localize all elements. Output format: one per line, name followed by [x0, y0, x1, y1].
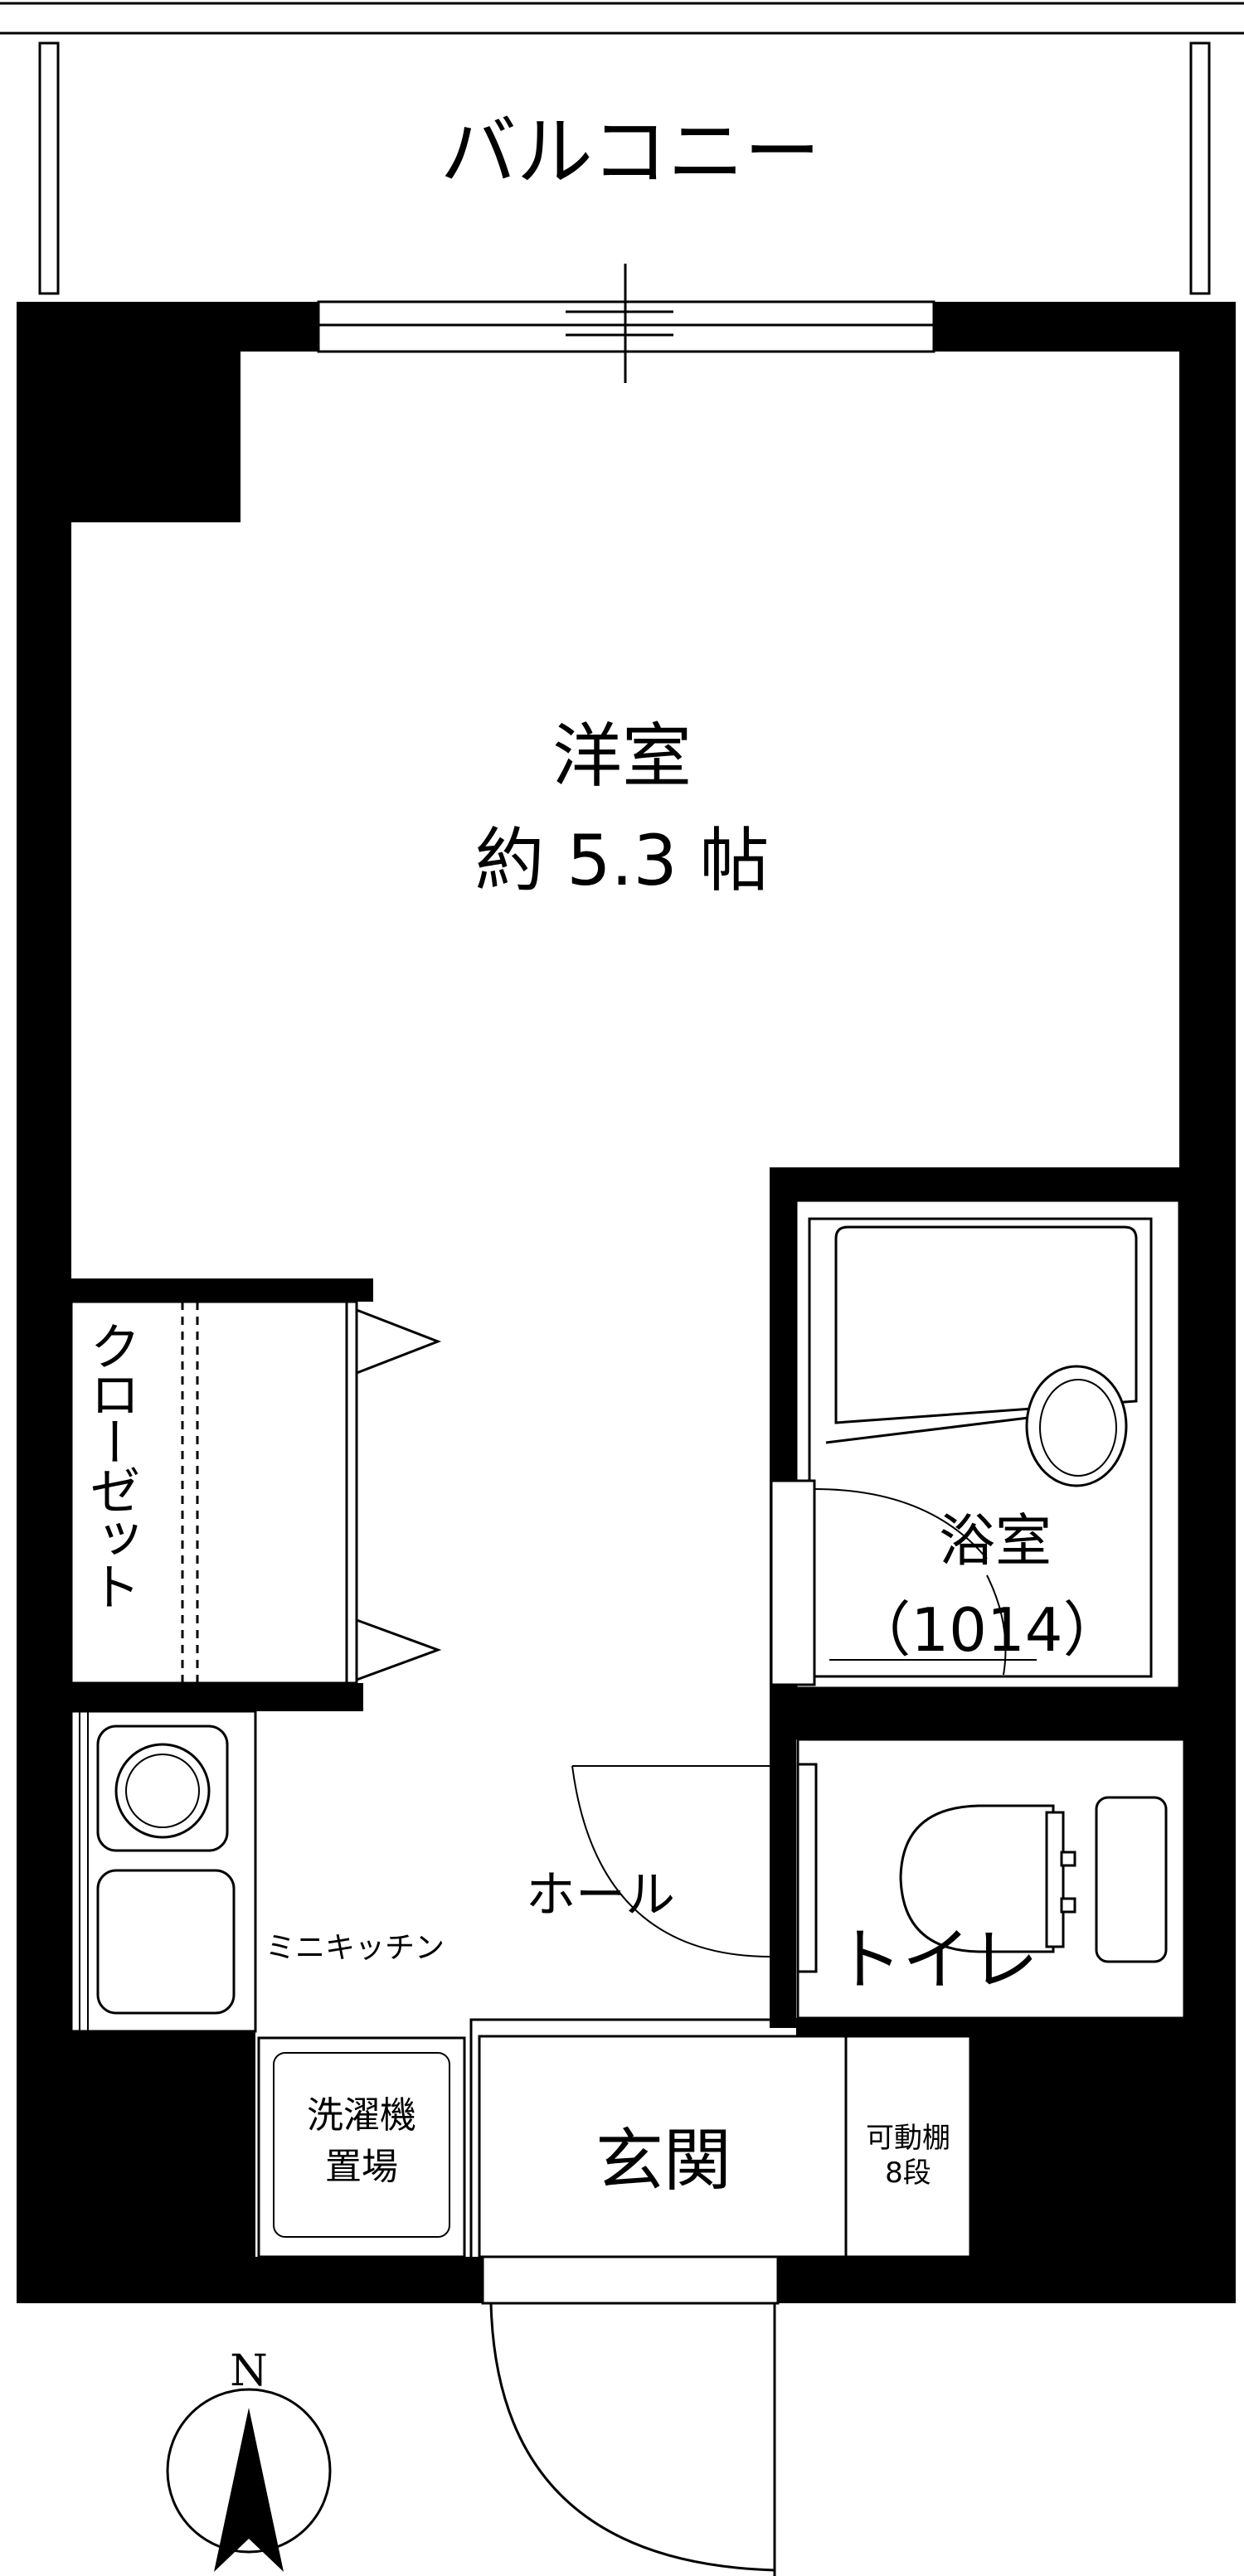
washer-space-line2: 置場: [325, 2146, 398, 2188]
western-room-size: 約 5.3 帖: [474, 820, 770, 901]
hall-label: ホール: [526, 1866, 675, 1924]
shelf-line1: 可動棚: [866, 2122, 950, 2155]
hall-door: [571, 1765, 772, 1957]
compass-north-label: N: [230, 2346, 268, 2396]
interior-walls: [71, 1167, 1201, 2257]
entrance-label: 玄関: [595, 2122, 731, 2200]
toilet-room: [796, 1738, 1186, 2020]
mini-kitchen: [70, 1710, 257, 2033]
balcony-label: バルコニー: [440, 108, 821, 196]
bathroom-name: 浴室: [938, 1509, 1052, 1574]
top-border-lines: [0, 2, 1244, 35]
bathroom-size: （1014）: [851, 1595, 1123, 1665]
closet: [70, 1300, 442, 1685]
compass: [166, 2388, 332, 2572]
balcony-window: [317, 264, 935, 383]
entrance: [469, 2018, 972, 2305]
front-door: [489, 2302, 776, 2576]
closet-label: クローゼット: [80, 1320, 141, 1608]
western-room-name: 洋室: [552, 716, 692, 797]
bathroom: [770, 1199, 1181, 1690]
shelf-line2: 8段: [885, 2156, 931, 2190]
balcony-rails: [38, 41, 1211, 295]
mini-kitchen-label: ミニキッチン: [265, 1931, 445, 1965]
washer-space: [257, 2036, 466, 2258]
washer-space-line1: 洗濯機: [307, 2094, 416, 2137]
toilet-label: トイレ: [834, 1921, 1039, 2000]
